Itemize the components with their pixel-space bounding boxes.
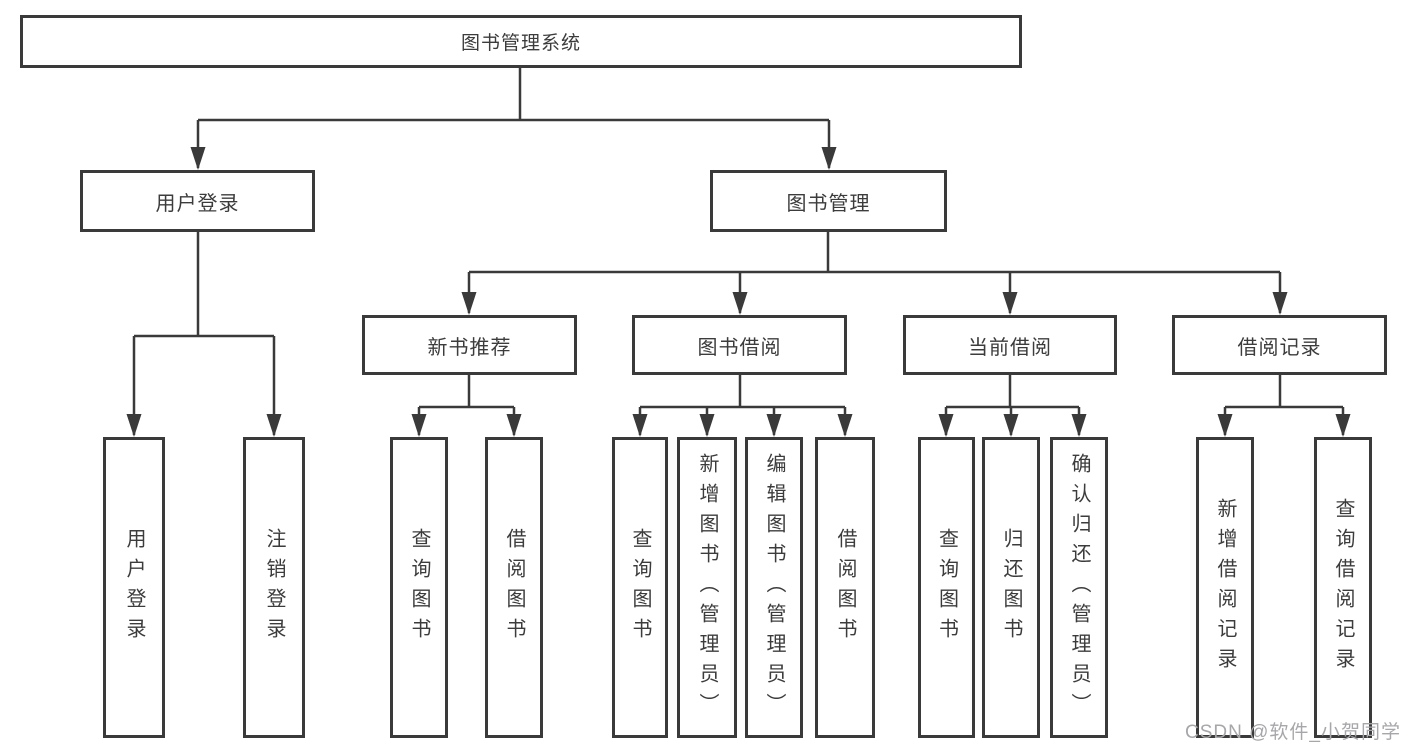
tree-edges xyxy=(132,68,1345,435)
arrowhead xyxy=(1335,414,1351,437)
arrowhead xyxy=(1071,414,1087,437)
node-leaf-query-borrow-record: 查询借阅记录 xyxy=(1314,437,1372,738)
node-label: 用户登录 xyxy=(123,527,145,648)
node-label: 借阅图书 xyxy=(834,527,856,648)
node-borrowing-records: 借阅记录 xyxy=(1172,315,1387,375)
node-label: 确认归还（管理员） xyxy=(1068,452,1090,723)
node-leaf-query-books-1: 查询图书 xyxy=(390,437,448,738)
node-label: 图书管理系统 xyxy=(460,33,581,54)
arrowhead xyxy=(699,414,715,437)
node-label: 注销登录 xyxy=(263,527,285,648)
arrowhead xyxy=(766,414,782,437)
node-leaf-logout: 注销登录 xyxy=(243,437,305,738)
node-leaf-return-books: 归还图书 xyxy=(982,437,1040,738)
node-leaf-user-login: 用户登录 xyxy=(103,437,165,738)
arrowhead xyxy=(821,147,837,170)
node-label: 图书借阅 xyxy=(697,336,782,359)
arrowhead xyxy=(461,292,477,315)
node-label: 借阅图书 xyxy=(503,527,525,648)
arrowhead xyxy=(506,414,522,437)
node-leaf-borrow-books-2: 借阅图书 xyxy=(815,437,875,738)
node-label: 编辑图书（管理员） xyxy=(763,452,785,723)
node-label: 查询借阅记录 xyxy=(1332,497,1354,678)
node-label: 当前借阅 xyxy=(968,336,1052,359)
node-book-borrowing: 图书借阅 xyxy=(632,315,847,375)
node-user-login: 用户登录 xyxy=(80,170,315,232)
node-label: 新增图书（管理员） xyxy=(696,452,718,723)
node-label: 新书推荐 xyxy=(427,336,512,359)
arrowhead xyxy=(190,147,206,170)
node-leaf-add-books-admin: 新增图书（管理员） xyxy=(677,437,737,738)
node-label: 查询图书 xyxy=(408,527,430,648)
csdn-watermark: CSDN @软件_小贺同学 xyxy=(1185,722,1401,743)
arrowhead xyxy=(1217,414,1233,437)
node-leaf-query-books-3: 查询图书 xyxy=(918,437,975,738)
node-library-management-system: 图书管理系统 xyxy=(20,15,1022,68)
arrowheads xyxy=(126,147,1351,437)
arrowhead xyxy=(837,414,853,437)
node-leaf-borrow-books-1: 借阅图书 xyxy=(485,437,543,738)
node-label: 用户登录 xyxy=(155,192,240,215)
node-label: 查询图书 xyxy=(935,527,958,648)
node-leaf-confirm-return-admin: 确认归还（管理员） xyxy=(1050,437,1108,738)
arrowhead xyxy=(1272,292,1288,315)
node-leaf-edit-books-admin: 编辑图书（管理员） xyxy=(745,437,803,738)
node-label: 查询图书 xyxy=(629,527,651,648)
node-leaf-add-borrow-record: 新增借阅记录 xyxy=(1196,437,1254,738)
node-book-management: 图书管理 xyxy=(710,170,947,232)
arrowhead xyxy=(126,414,142,437)
node-label: 图书管理 xyxy=(786,192,871,215)
arrowhead xyxy=(732,292,748,315)
node-new-book-recommend: 新书推荐 xyxy=(362,315,577,375)
arrowhead xyxy=(1003,414,1019,437)
node-label: 借阅记录 xyxy=(1237,336,1322,359)
node-leaf-query-books-2: 查询图书 xyxy=(612,437,668,738)
arrowhead xyxy=(938,414,954,437)
node-label: 归还图书 xyxy=(1000,527,1022,648)
arrowhead xyxy=(266,414,282,437)
arrowhead xyxy=(1002,292,1018,315)
arrowhead xyxy=(411,414,427,437)
node-label: 新增借阅记录 xyxy=(1214,497,1236,678)
arrowhead xyxy=(632,414,648,437)
node-current-borrowing: 当前借阅 xyxy=(903,315,1117,375)
